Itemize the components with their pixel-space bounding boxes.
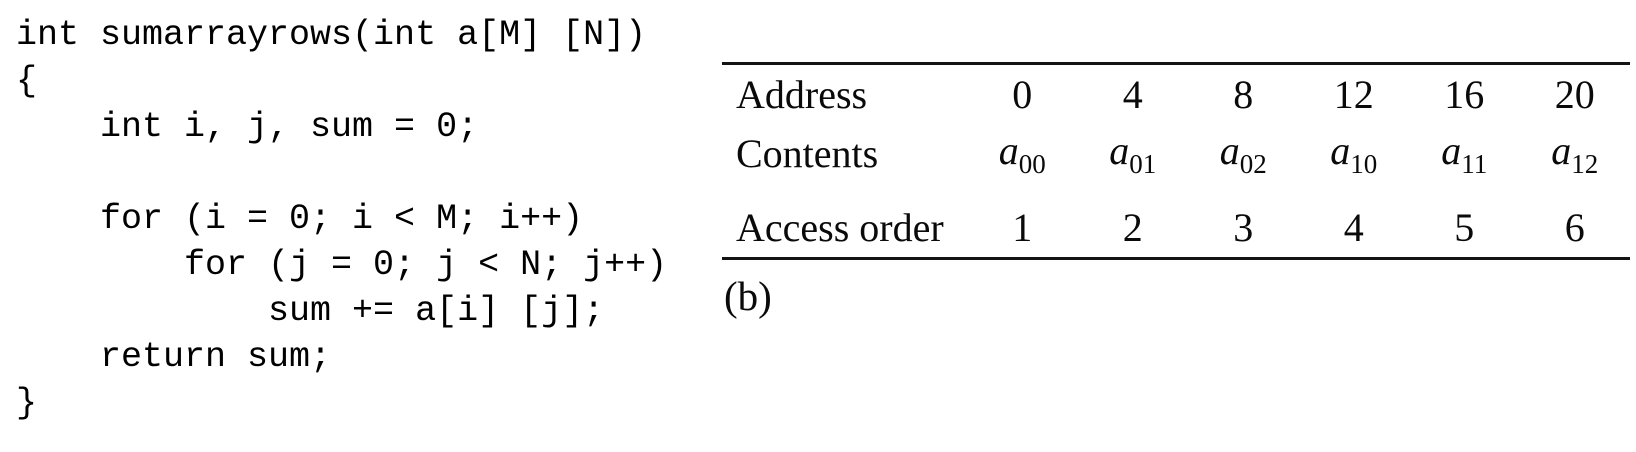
access-order-value: 5 <box>1454 204 1475 250</box>
table-bottom-rule <box>722 257 1630 260</box>
row-label-contents: Contents <box>736 130 879 176</box>
array-element-symbol: a <box>998 127 1019 173</box>
access-order-value: 4 <box>1343 204 1364 250</box>
array-element-subscript: 02 <box>1239 148 1267 179</box>
access-order-value: 1 <box>1012 204 1033 250</box>
memory-access-table: Address 0 4 8 12 16 20 Contents a00 a01 … <box>722 62 1630 260</box>
access-order-value: 6 <box>1564 204 1585 250</box>
contents-value: a00 <box>967 127 1078 180</box>
array-element-symbol: a <box>1441 127 1462 173</box>
code-line: for (i = 0; i < M; i++) <box>16 199 584 239</box>
contents-value: a12 <box>1520 127 1631 180</box>
array-element-subscript: 11 <box>1461 148 1488 179</box>
array-element-subscript: 12 <box>1571 148 1599 179</box>
table-row-contents: Contents a00 a01 a02 a10 a11 a12 <box>722 124 1630 182</box>
array-element-symbol: a <box>1330 127 1351 173</box>
access-order-value: 3 <box>1233 204 1254 250</box>
array-element-subscript: 00 <box>1018 148 1046 179</box>
address-value: 20 <box>1554 72 1595 117</box>
table-row-address: Address 0 4 8 12 16 20 <box>722 65 1630 124</box>
contents-value: a01 <box>1078 127 1189 180</box>
contents-value: a10 <box>1299 127 1410 180</box>
array-element-symbol: a <box>1219 127 1240 173</box>
row-label-access-order: Access order <box>736 204 944 250</box>
code-line: int i, j, sum = 0; <box>16 107 479 147</box>
code-line: } <box>16 383 38 423</box>
subfigure-label: (b) <box>724 273 772 319</box>
access-order-value: 2 <box>1122 204 1143 250</box>
code-line: int sumarrayrows(int a[M] [N]) <box>16 15 647 55</box>
row-label-address: Address <box>736 72 868 117</box>
array-element-subscript: 10 <box>1350 148 1378 179</box>
table-row-access-order: Access order 1 2 3 4 5 6 <box>722 197 1630 257</box>
table-top-rule <box>722 62 1630 65</box>
code-block: int sumarrayrows(int a[M] [N]) { int i, j… <box>16 12 667 426</box>
address-value: 8 <box>1233 72 1254 117</box>
contents-value: a11 <box>1409 127 1520 180</box>
code-line: sum += a[i] [j]; <box>16 291 605 331</box>
code-line: { <box>16 61 38 101</box>
code-line-blank <box>16 150 667 196</box>
address-value: 0 <box>1012 72 1033 117</box>
address-value: 12 <box>1333 72 1374 117</box>
address-value: 4 <box>1122 72 1143 117</box>
array-element-symbol: a <box>1551 127 1572 173</box>
array-element-subscript: 01 <box>1129 148 1157 179</box>
address-value: 16 <box>1444 72 1485 117</box>
code-line: return sum; <box>16 337 332 377</box>
contents-value: a02 <box>1188 127 1299 180</box>
array-element-symbol: a <box>1109 127 1130 173</box>
code-line: for (j = 0; j < N; j++) <box>16 245 668 285</box>
